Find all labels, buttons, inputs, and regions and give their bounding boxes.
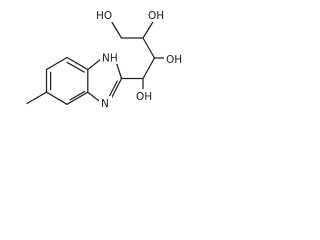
n-label: N [101,98,109,110]
atom-labels: NH N HO OH OH OH [95,8,186,110]
ring-bond [66,91,89,105]
label-mask [146,8,168,22]
chain-bond [142,57,156,80]
ring-double-bond-inner [108,80,118,98]
label-mask [95,8,117,22]
chemical-structure-diagram: NH N HO OH OH OH [26,8,186,110]
hydroxyl-label-middle: OH [166,54,182,66]
ring-bond [45,56,68,71]
hydroxyl-label-bottom: OH [136,91,152,103]
chain-bond [110,20,123,39]
label-mask [134,89,156,103]
benzimidazole-ring-bonds [26,56,123,105]
side-chain-bonds [110,18,168,92]
ring-double-bond-inner [66,61,85,73]
methyl-bond [26,91,48,105]
label-mask [164,52,186,66]
label-mask [99,96,112,109]
ring-bond [66,56,89,71]
ring-bond [87,58,102,71]
chain-bond [142,37,156,59]
hydroxyl-label-top-right: OH [148,10,164,22]
hydroxyl-label-top-left: HO [96,10,112,22]
ring-bond [111,77,123,99]
label-mask [100,50,122,64]
chain-bond [142,18,156,39]
ring-bond [115,62,123,80]
ring-bond [45,91,68,105]
ring-bond [87,91,102,103]
nh-label: NH [102,53,118,65]
ring-double-bond-inner [69,90,86,101]
